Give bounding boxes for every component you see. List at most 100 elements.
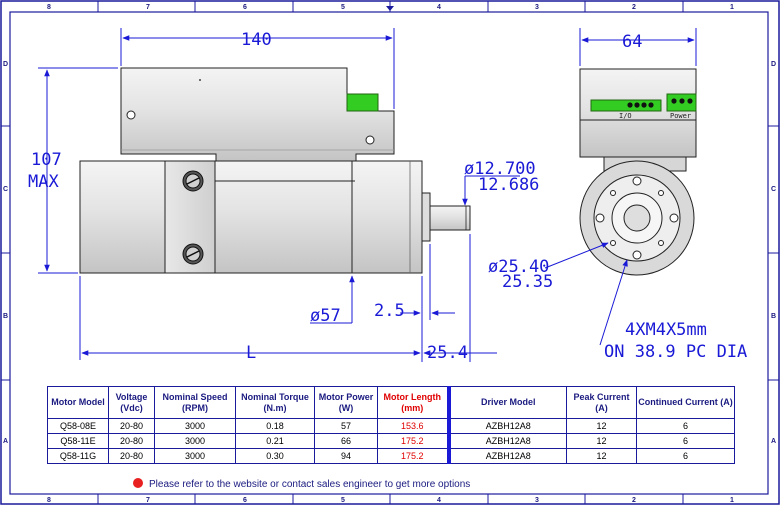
cell-model: Q58-11G	[47, 448, 109, 464]
zone-top-2: 2	[632, 4, 636, 11]
cell-peak-current: 12	[566, 448, 637, 464]
zone-top-6: 6	[243, 4, 247, 11]
dim-holes-2: ON 38.9 PC DIA	[604, 342, 747, 362]
cell-driver: AZBH12A8	[446, 433, 567, 449]
header-motor-length: Motor Length (mm)	[377, 386, 449, 419]
zone-left-b: B	[3, 313, 8, 320]
dim-shaft-dia-1: ø12.700	[464, 159, 536, 179]
zone-top-5: 5	[341, 4, 345, 11]
cell-speed: 3000	[154, 433, 236, 449]
zone-right-b: B	[771, 313, 776, 320]
dim-140: 140	[241, 30, 272, 50]
specs-table: Motor Model Voltage (Vdc) Nominal Speed …	[47, 386, 735, 464]
motor-body	[79, 160, 423, 274]
cell-driver: AZBH12A8	[446, 448, 567, 464]
zone-bottom-7: 7	[146, 497, 150, 504]
io-connector	[590, 99, 662, 112]
driver-front-box	[579, 68, 697, 158]
zone-top-3: 3	[535, 4, 539, 11]
cell-length: 175.2	[377, 448, 449, 464]
dim-pilot-dia-1: ø25.40	[488, 257, 549, 277]
cell-peak-current: 12	[566, 433, 637, 449]
io-label: I/O	[619, 112, 632, 120]
motor-pilot	[421, 192, 431, 242]
zone-bottom-1: 1	[730, 497, 734, 504]
header-nominal-speed: Nominal Speed (RPM)	[154, 386, 236, 419]
driver-screw-left	[126, 110, 136, 120]
cell-torque: 0.18	[235, 418, 315, 434]
zone-bottom-4: 4	[437, 497, 441, 504]
cell-voltage: 20-80	[108, 448, 155, 464]
cell-voltage: 20-80	[108, 433, 155, 449]
zone-top-4: 4	[437, 4, 441, 11]
zone-top-8: 8	[47, 4, 51, 11]
table-row: Q58-08E 20-80 3000 0.18 57 153.6 AZBH12A…	[47, 418, 735, 434]
mounting-holes	[595, 176, 679, 260]
header-continued-current: Continued Current (A)	[636, 386, 735, 419]
driver-screw-right	[365, 135, 375, 145]
cell-torque: 0.30	[235, 448, 315, 464]
table-row: Q58-11E 20-80 3000 0.21 66 175.2 AZBH12A…	[47, 433, 735, 449]
cell-voltage: 20-80	[108, 418, 155, 434]
red-dot-icon	[133, 478, 143, 488]
zone-left-d: D	[3, 61, 8, 68]
header-voltage: Voltage (Vdc)	[108, 386, 155, 419]
cell-peak-current: 12	[566, 418, 637, 434]
options-note-text: Please refer to the website or contact s…	[149, 479, 471, 490]
zone-right-a: A	[771, 438, 776, 445]
side-dimensions	[38, 28, 520, 362]
cell-speed: 3000	[154, 418, 236, 434]
dim-holes-1: 4XM4X5mm	[625, 320, 707, 340]
motor-side-view	[79, 67, 471, 274]
zone-top-7: 7	[146, 4, 150, 11]
zone-left-a: A	[3, 438, 8, 445]
cell-power: 94	[314, 448, 378, 464]
cell-length: 175.2	[377, 433, 449, 449]
clamp-screw-bottom	[182, 243, 204, 265]
zone-labels-side: D C B A D C B A	[3, 61, 776, 445]
cell-torque: 0.21	[235, 433, 315, 449]
zone-top-1: 1	[730, 4, 734, 11]
table-header-row: Motor Model Voltage (Vdc) Nominal Speed …	[47, 386, 735, 419]
zone-labels-bottom: 8 7 6 5 4 3 2 1	[47, 497, 734, 504]
dim-pilot-dia-2: 25.35	[502, 272, 553, 292]
cell-continued-current: 6	[636, 448, 735, 464]
clamp-screw-top	[182, 170, 204, 192]
zone-bottom-8: 8	[47, 497, 51, 504]
dim-shaft-length: 25.4	[427, 343, 468, 363]
front-shaft	[623, 204, 651, 232]
orientation-arrow	[386, 6, 394, 11]
cell-power: 66	[314, 433, 378, 449]
dim-body-dia: ø57	[310, 306, 341, 326]
cell-length: 153.6	[377, 418, 449, 434]
options-note: Please refer to the website or contact s…	[133, 478, 470, 490]
zone-left-c: C	[3, 186, 8, 193]
cell-speed: 3000	[154, 448, 236, 464]
header-motor-model: Motor Model	[47, 386, 109, 419]
cell-continued-current: 6	[636, 433, 735, 449]
zone-bottom-2: 2	[632, 497, 636, 504]
zone-bottom-5: 5	[341, 497, 345, 504]
zone-bottom-6: 6	[243, 497, 247, 504]
zone-right-d: D	[771, 61, 776, 68]
cell-driver: AZBH12A8	[446, 418, 567, 434]
cell-model: Q58-11E	[47, 433, 109, 449]
header-driver-model: Driver Model	[446, 386, 567, 419]
dim-107: 107	[31, 150, 62, 170]
connector-side	[346, 93, 379, 112]
dim-length-l: L	[246, 343, 256, 363]
zone-right-c: C	[771, 186, 776, 193]
driver-box	[120, 67, 395, 162]
front-dimensions	[544, 28, 697, 346]
cell-power: 57	[314, 418, 378, 434]
motor-front-view: I/O Power	[579, 68, 697, 276]
header-motor-power: Motor Power (W)	[314, 386, 378, 419]
cell-continued-current: 6	[636, 418, 735, 434]
power-label: Power	[670, 112, 691, 120]
motor-shaft	[429, 205, 471, 231]
zone-bottom-3: 3	[535, 497, 539, 504]
dim-shaft-dia-2: 12.686	[478, 175, 539, 195]
dim-107-max: MAX	[28, 172, 59, 192]
